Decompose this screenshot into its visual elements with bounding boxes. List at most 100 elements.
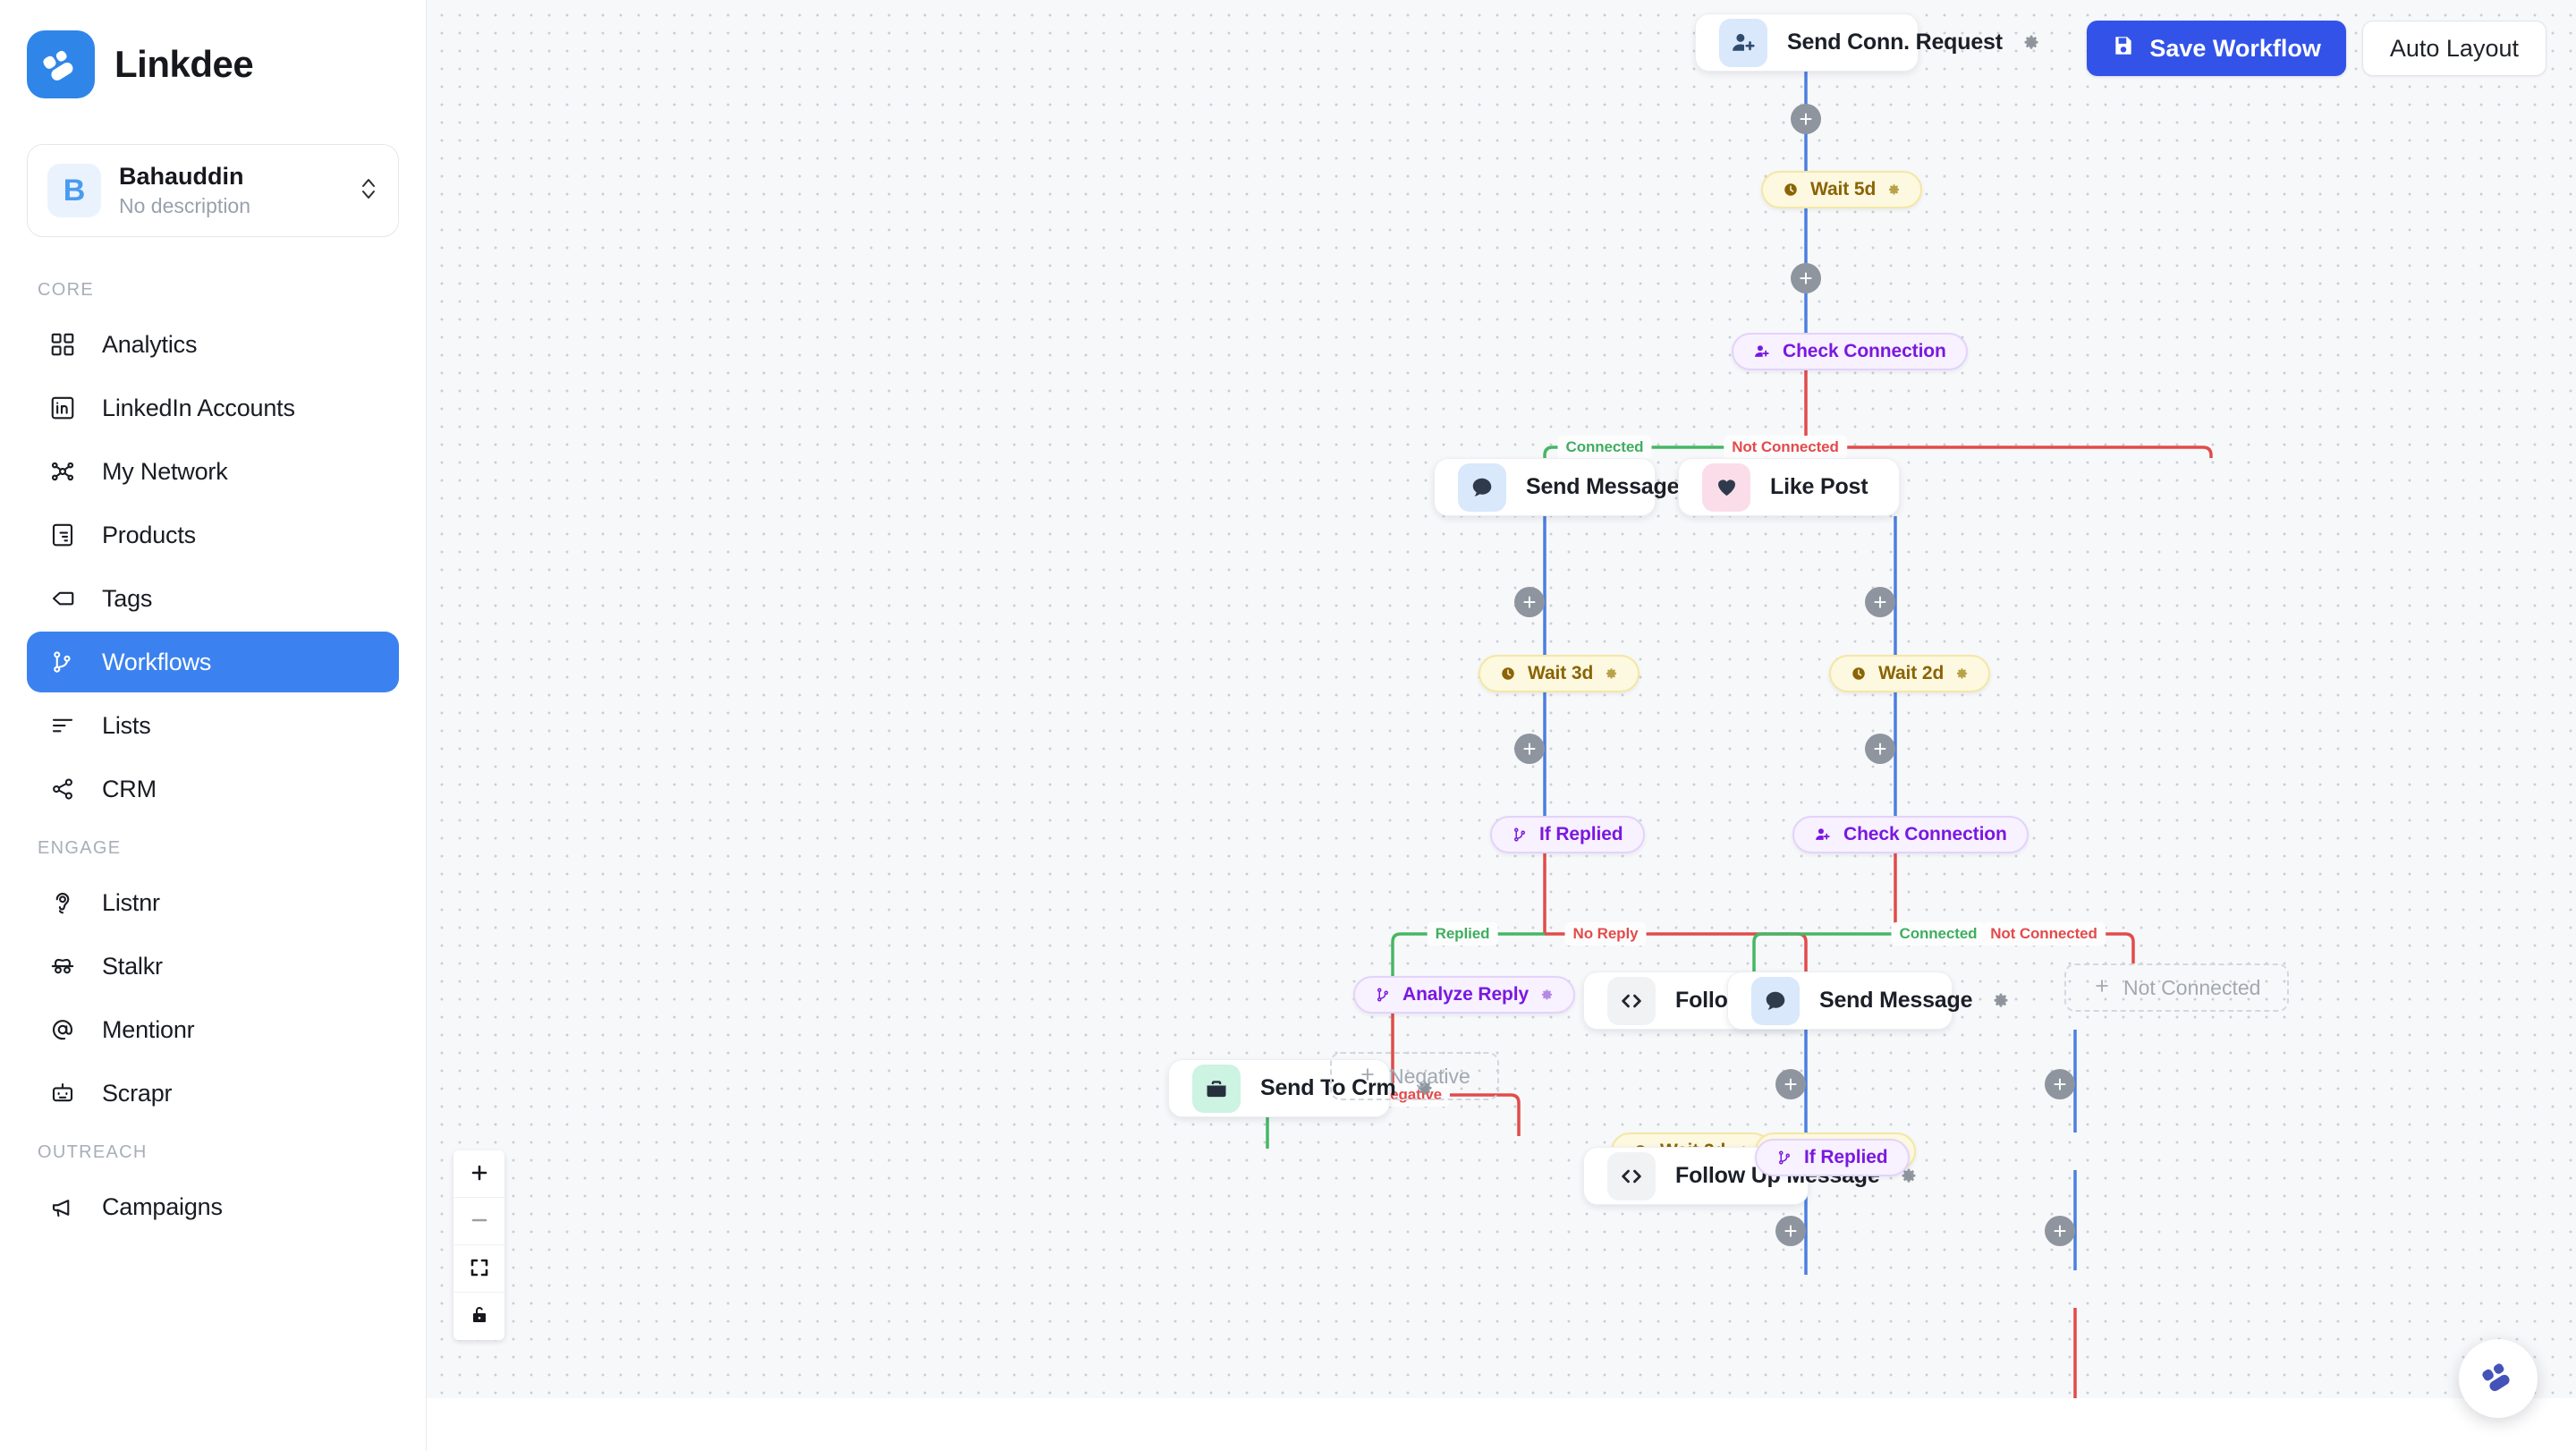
ear-icon [47,887,79,919]
robot-icon [47,1077,79,1109]
branch-icon [1512,827,1528,843]
megaphone-icon [47,1191,79,1223]
workflow-node-if-replied[interactable]: If Replied [1755,1139,1910,1176]
workflow-node-if-replied[interactable]: If Replied [1490,816,1645,853]
workflow-edges [1266,72,2213,1398]
sidebar-item-lists[interactable]: Lists [27,695,399,756]
sidebar-item-my-network[interactable]: My Network [27,441,399,502]
workflow-node-send-to-crm[interactable]: Send To Crm [1168,1059,1431,1117]
save-workflow-button[interactable]: Save Workflow [2087,21,2346,76]
sidebar-item-products[interactable]: Products [27,505,399,565]
workflow-node-wait-5d[interactable]: Wait 5d [1761,171,1923,208]
add-node-placeholder-not-connected[interactable]: Not Connected [2064,963,2290,1012]
linkdee-logo-icon [27,30,95,98]
fit-view-button[interactable] [453,1245,504,1293]
sidebar-item-campaigns[interactable]: Campaigns [27,1176,399,1237]
node-settings-gear-icon[interactable] [1887,183,1901,197]
clock-icon [1783,182,1799,198]
workflow-node-send-conn-request[interactable]: Send Conn. Request [1695,13,2038,72]
sidebar-item-label: Stalkr [102,952,163,980]
workspace-switcher[interactable]: B Bahauddin No description [27,144,399,237]
placeholder-label: Negative [1389,1064,1470,1088]
sidebar-item-stalkr[interactable]: Stalkr [27,936,399,997]
sidebar-item-tags[interactable]: Tags [27,568,399,629]
sidebar-item-analytics[interactable]: Analytics [27,314,399,375]
list-icon [47,709,79,742]
workspace-name: Bahauddin [119,163,244,191]
branch-icon [1776,1150,1792,1166]
nav-group-label-outreach: OUTREACH [38,1142,148,1162]
add-step-handle[interactable]: + [1775,1069,1806,1099]
node-settings-gear-icon[interactable] [1605,667,1618,681]
node-settings-gear-icon[interactable] [1900,1167,1918,1185]
sidebar-item-label: Scrapr [102,1079,173,1107]
save-workflow-label: Save Workflow [2149,34,2321,62]
node-label: Send To Crm [1260,1075,1396,1100]
chat-icon [1751,976,1800,1025]
node-label: Send Message [1526,474,1680,499]
edge-label-not-connected: Not Connected [1982,922,2106,946]
placeholder-label: Not Connected [2123,975,2261,999]
zoom-in-button[interactable] [453,1150,504,1198]
add-step-handle[interactable]: + [2045,1216,2075,1246]
zoom-out-button[interactable] [453,1198,504,1245]
workflow-node-check-connection[interactable]: Check Connection [1792,816,2029,853]
linkdee-mark-icon [2478,1356,2519,1402]
sidebar-item-label: Lists [102,711,151,739]
sidebar-item-crm[interactable]: CRM [27,759,399,819]
sidebar-item-label: Analytics [102,330,198,358]
workflow-node-wait-3d[interactable]: Wait 3d [1479,655,1640,692]
fit-view-icon [469,1257,490,1281]
clock-icon [1500,666,1516,682]
node-settings-gear-icon[interactable] [1416,1080,1434,1098]
share-icon [47,773,79,805]
nav-group-label-core: CORE [38,280,94,300]
edge-label-not-connected: Not Connected [1724,436,1847,459]
sidebar-item-workflows[interactable]: Workflows [27,632,399,692]
workflow-node-like-post[interactable]: Like Post [1678,458,1900,516]
sidebar: Linkdee B Bahauddin No description CORE A… [0,0,427,1451]
plus-icon [1359,1065,1377,1089]
lock-toggle-button[interactable] [453,1293,504,1340]
node-label: Wait 3d [1528,663,1594,683]
add-step-handle[interactable]: + [1791,263,1821,293]
add-step-handle[interactable]: + [1865,587,1895,617]
node-settings-gear-icon[interactable] [1955,667,1969,681]
sidebar-item-mentionr[interactable]: Mentionr [27,999,399,1060]
workflow-node-send-message[interactable]: Send Message [1434,458,1715,516]
add-step-handle[interactable]: + [1791,104,1821,134]
add-step-handle[interactable]: + [1865,734,1895,764]
add-step-handle[interactable]: + [1514,734,1545,764]
node-settings-gear-icon[interactable] [1992,992,2010,1010]
at-icon [47,1014,79,1046]
chat-icon [1458,462,1506,512]
add-node-placeholder-negative[interactable]: Negative [1330,1052,1499,1100]
sidebar-item-label: LinkedIn Accounts [102,394,295,421]
briefcase-icon [1192,1064,1241,1113]
nav-group-label-engage: ENGAGE [38,838,122,858]
edge-label-connected: Connected [1557,436,1652,459]
node-settings-gear-icon[interactable] [1540,989,1554,1002]
auto-layout-button[interactable]: Auto Layout [2361,21,2546,76]
assistant-fab-button[interactable] [2459,1339,2538,1418]
user-plus-icon [1719,18,1767,67]
brand[interactable]: Linkdee [0,0,426,98]
workflow-node-analyze-reply[interactable]: Analyze Reply [1353,976,1576,1014]
node-label: Send Conn. Request [1787,30,2003,55]
sidebar-item-linkedin-accounts[interactable]: LinkedIn Accounts [27,378,399,438]
add-step-handle[interactable]: + [1775,1216,1806,1246]
node-label: Wait 2d [1878,663,1945,683]
workflow-node-check-connection[interactable]: Check Connection [1732,333,1968,370]
workflow-node-wait-2d[interactable]: Wait 2d [1829,655,1991,692]
sidebar-item-listnr[interactable]: Listnr [27,872,399,933]
add-step-handle[interactable]: + [2045,1069,2075,1099]
workflow-node-send-message[interactable]: Send Message [1727,972,2008,1030]
network-icon [47,455,79,488]
node-settings-gear-icon[interactable] [2022,34,2040,52]
plus-icon [2093,976,2111,1000]
add-step-handle[interactable]: + [1514,587,1545,617]
sidebar-item-scrapr[interactable]: Scrapr [27,1063,399,1124]
